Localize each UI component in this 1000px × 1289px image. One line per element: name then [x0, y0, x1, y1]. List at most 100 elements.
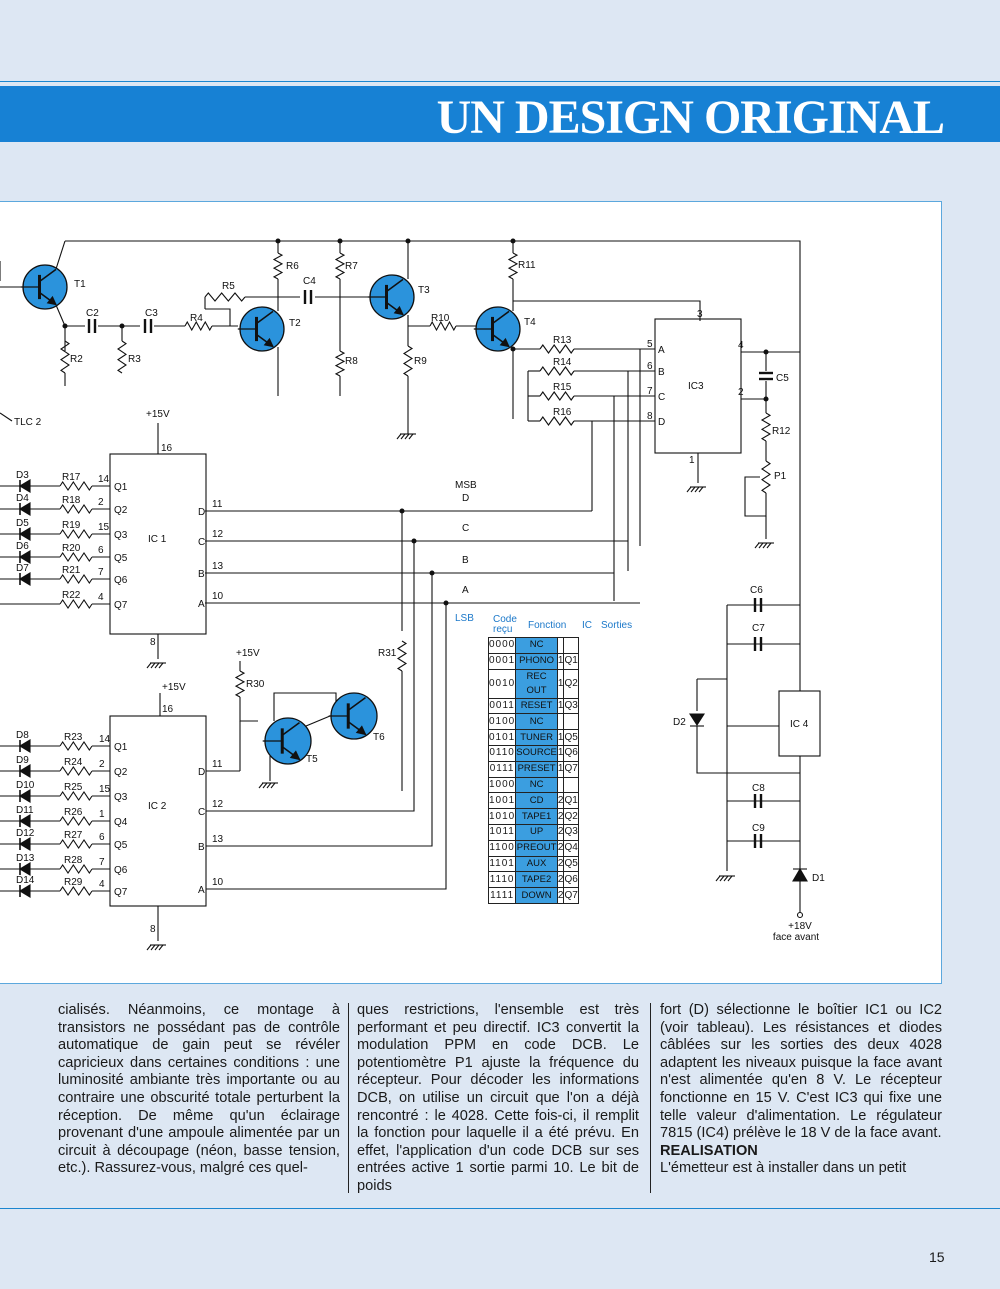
cell-sortie: Q4 — [563, 839, 579, 857]
diode-symbol — [18, 764, 31, 778]
schematic-label: C — [198, 537, 205, 548]
junction-dot — [119, 323, 125, 329]
diode-symbol — [18, 814, 31, 828]
schematic-label: T3 — [418, 285, 430, 296]
ground-symbol — [758, 542, 764, 549]
schematic-label: T5 — [306, 754, 318, 765]
resistor-symbol — [184, 320, 213, 332]
ground-symbol — [408, 433, 414, 440]
cell-ic: 2 — [556, 823, 565, 841]
ground-symbol — [158, 944, 164, 951]
cell-code: 1001 — [487, 792, 517, 810]
schematic-label: R3 — [128, 354, 141, 365]
resistor-symbol — [59, 529, 93, 539]
schematic-label: 4 — [738, 340, 744, 351]
resistor-symbol — [760, 412, 772, 442]
schematic-label: 13 — [212, 561, 224, 572]
terminal-symbol — [796, 911, 804, 919]
schematic-label: 7 — [99, 857, 105, 868]
schematic-label: Q6 — [114, 865, 128, 876]
schematic-label: D8 — [16, 730, 29, 741]
diode-symbol — [18, 527, 31, 541]
schematic-label: 12 — [212, 799, 224, 810]
junction-dot — [510, 346, 516, 352]
wire — [206, 541, 415, 812]
junction-dot — [275, 238, 281, 244]
schematic-label: C6 — [750, 585, 763, 596]
col2-text: ques restrictions, l'ensemble est très p… — [357, 1002, 639, 1194]
schematic-label: IC 1 — [148, 534, 167, 545]
column-divider — [650, 1003, 651, 1193]
cell-ic: 1 — [556, 652, 565, 670]
resistor-symbol — [539, 391, 575, 401]
wire — [55, 240, 66, 270]
schematic-label: Q1 — [114, 482, 128, 493]
schematic-label: Q3 — [114, 530, 128, 541]
schematic-label: D — [198, 767, 205, 778]
wire — [206, 573, 433, 847]
schematic-label: A — [198, 599, 205, 610]
cell-code: 1110 — [487, 871, 517, 889]
resistor-symbol — [59, 816, 93, 826]
ground-symbol — [715, 875, 721, 882]
cell-ic: 2 — [556, 871, 565, 889]
resistor-symbol — [539, 366, 575, 376]
transistor-collector — [492, 310, 510, 325]
wire — [206, 603, 447, 890]
cell-fonction: DOWN — [515, 887, 558, 904]
diode-symbol — [18, 789, 31, 803]
diode-symbol — [18, 479, 31, 493]
resistor-symbol — [402, 345, 414, 377]
cell-code: 0111 — [487, 760, 517, 778]
schematic-label: 2 — [99, 759, 105, 770]
wire — [239, 697, 258, 722]
resistor-symbol — [234, 670, 246, 698]
schematic-label: R27 — [64, 830, 83, 841]
cell-sortie: Q7 — [563, 760, 579, 778]
schematic-label: 16 — [162, 704, 174, 715]
schematic-label: C8 — [752, 783, 765, 794]
schematic-label: R17 — [62, 472, 81, 483]
body-column-1: cialisés. Néanmoins, ce montage à transi… — [58, 1002, 340, 1178]
schematic-label: A — [462, 585, 469, 596]
ground-symbol — [694, 486, 700, 493]
schematic-label: Q5 — [114, 840, 128, 851]
schematic-label: D4 — [16, 493, 29, 504]
schematic-label: T6 — [373, 732, 385, 743]
cell-fonction: AUX — [515, 855, 558, 873]
diode-symbol — [18, 502, 31, 516]
cell-ic: 2 — [556, 792, 565, 810]
column-divider — [348, 1003, 349, 1193]
schematic-label: R19 — [62, 520, 81, 531]
ground-symbol — [719, 875, 725, 882]
schematic-label: R15 — [553, 382, 572, 393]
transistor-arrow — [289, 750, 301, 761]
ground-symbol — [400, 433, 406, 440]
junction-dot — [443, 600, 449, 606]
diode-symbol — [792, 867, 808, 882]
schematic-label: 8 — [150, 924, 156, 935]
ground-symbol — [723, 875, 729, 882]
supply-rail — [65, 240, 801, 352]
schematic-label: 5 — [647, 339, 653, 350]
schematic-label: 4 — [99, 879, 105, 890]
transistor-arrow — [499, 337, 510, 348]
cell-ic: 2 — [556, 808, 565, 825]
cell-ic: 1 — [556, 744, 565, 762]
ground-symbol — [146, 944, 152, 951]
cell-fonction: TAPE2 — [515, 871, 558, 889]
schematic-label: R20 — [62, 543, 81, 554]
cell-code: 1101 — [487, 855, 517, 873]
transistor-collector — [256, 310, 274, 325]
schematic-label: 2 — [98, 497, 104, 508]
cell-sortie: Q5 — [563, 729, 579, 746]
schematic-label: Q7 — [114, 887, 128, 898]
schematic-label: 3 — [697, 309, 703, 320]
resistor-symbol — [59, 574, 93, 584]
diode-symbol — [18, 837, 31, 851]
